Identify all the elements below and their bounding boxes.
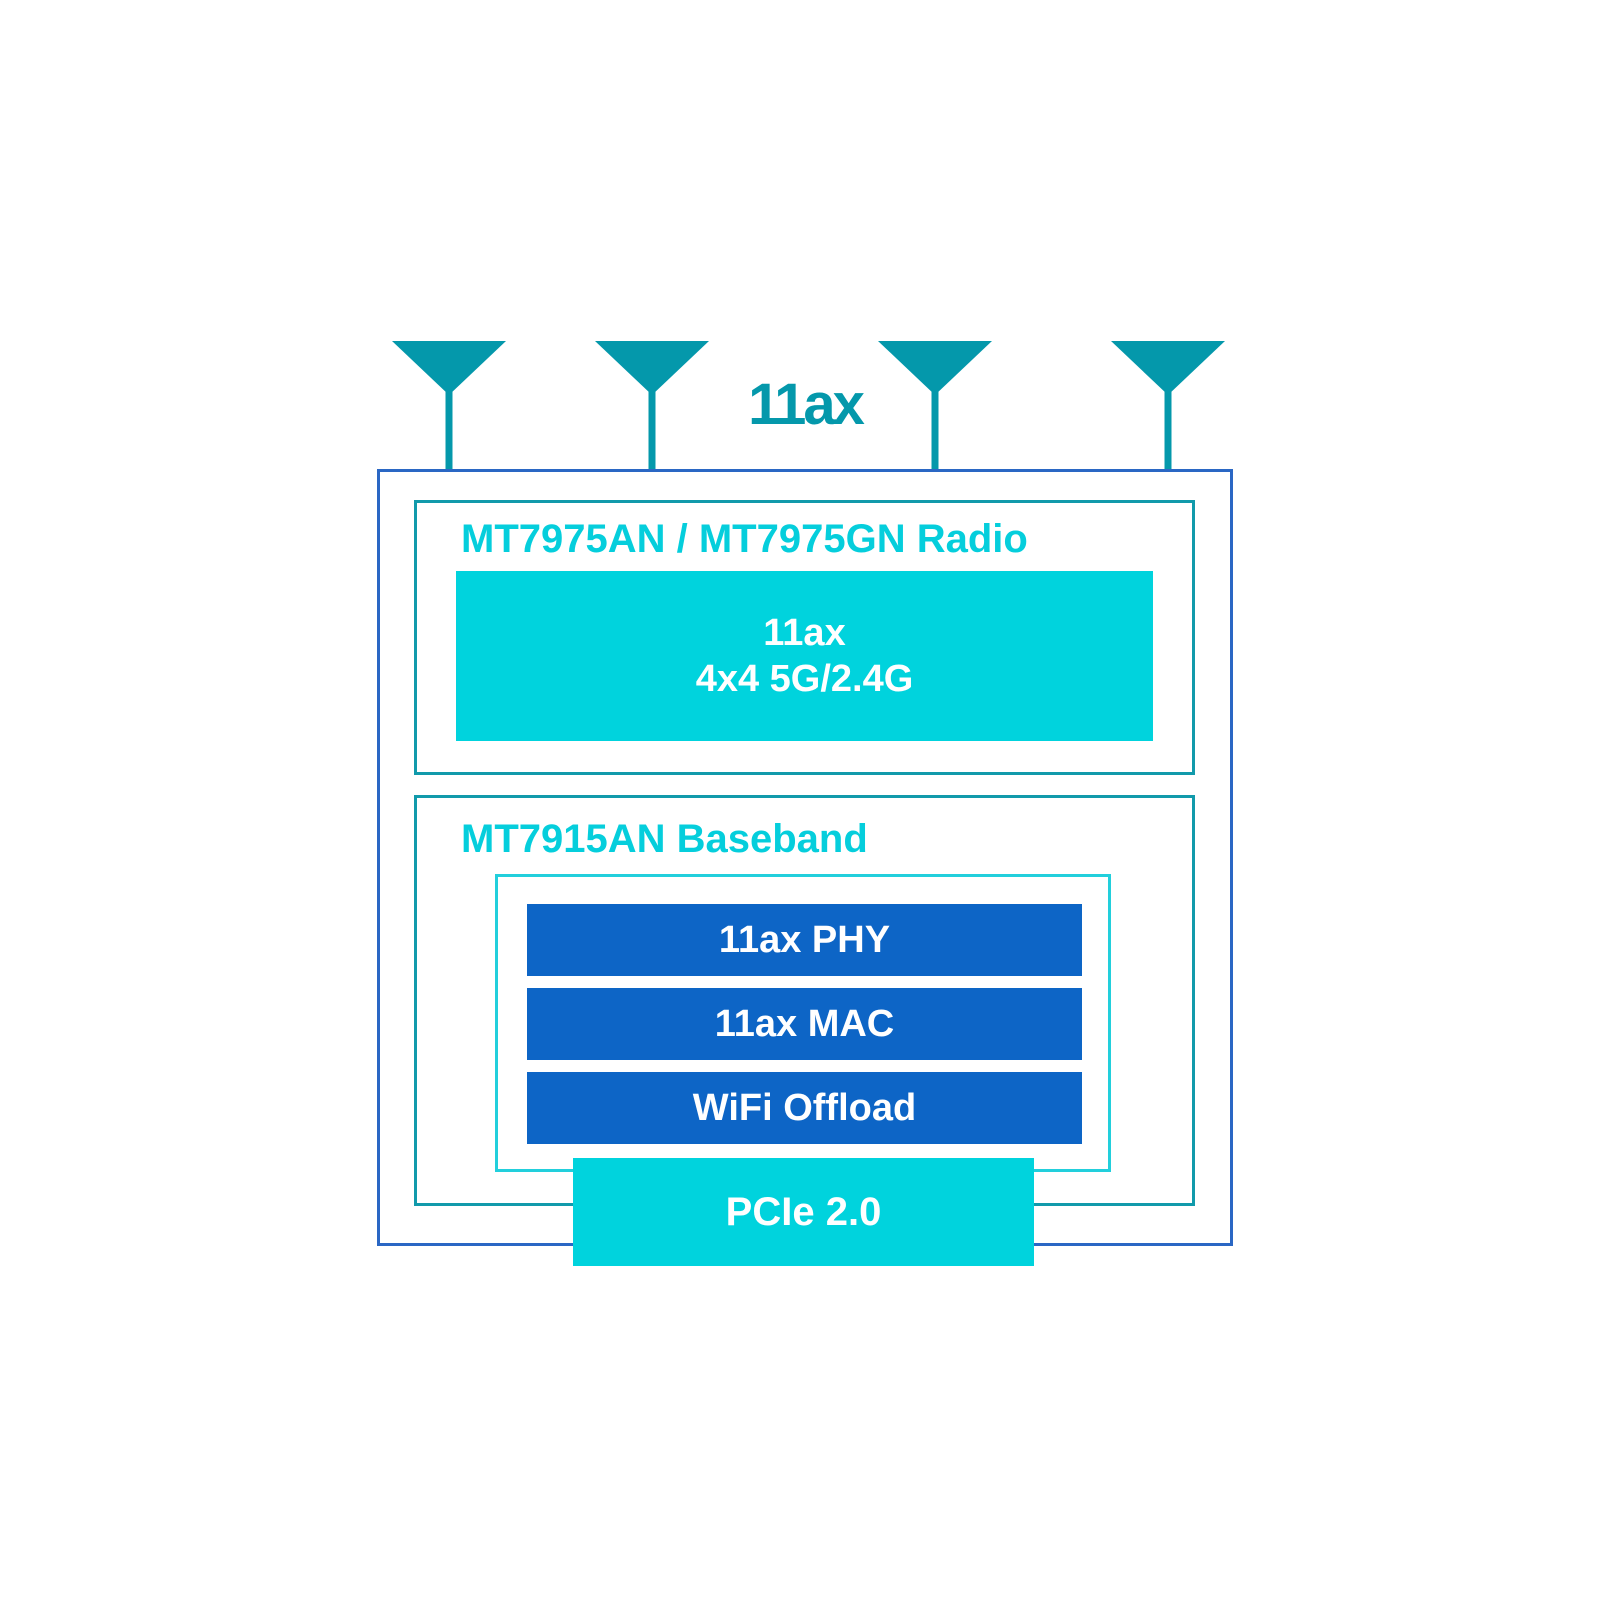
- radio-title: MT7975AN / MT7975GN Radio: [461, 517, 1028, 561]
- wifi-offload-block: WiFi Offload: [527, 1072, 1082, 1144]
- pcie-block: PCIe 2.0: [573, 1158, 1034, 1266]
- antenna-4-icon: [1111, 341, 1225, 469]
- phy-block: 11ax PHY: [527, 904, 1082, 976]
- antenna-2-icon: [595, 341, 709, 469]
- antenna-1-icon: [392, 341, 506, 469]
- radio-core-line1: 11ax: [763, 612, 846, 654]
- standard-label: 11ax: [748, 372, 865, 437]
- radio-section: [414, 500, 1195, 775]
- radio-core-line2: 4x4 5G/2.4G: [695, 658, 914, 700]
- antenna-3-icon: [878, 341, 992, 469]
- baseband-title: MT7915AN Baseband: [461, 817, 868, 861]
- mac-block: 11ax MAC: [527, 988, 1082, 1060]
- radio-core-block: 11ax 4x4 5G/2.4G: [456, 571, 1153, 741]
